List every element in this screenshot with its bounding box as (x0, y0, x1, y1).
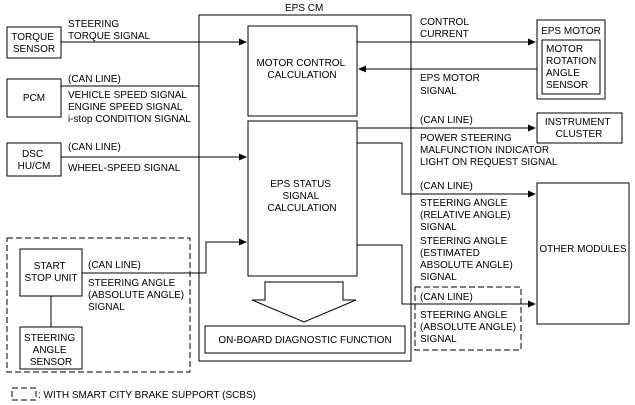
other-modules-block (536, 182, 630, 325)
cluster-signal-label: POWER STEERING MALFUNCTION INDICATOR LIG… (420, 133, 558, 168)
pcm-signals-label: VEHICLE SPEED SIGNAL ENGINE SPEED SIGNAL… (68, 90, 191, 125)
steering-angle-sensor-block (19, 326, 83, 370)
eps-status-signal-calculation-label: EPS STATUS SIGNAL CALCULATION (267, 179, 336, 214)
steering-angle-sensor-label: STEERING ANGLE SENSOR (24, 333, 78, 368)
relative-angle-signal-label: STEERING ANGLE (RELATIVE ANGLE) SIGNAL (420, 198, 513, 233)
wheel-speed-signal-label: WHEEL-SPEED SIGNAL (68, 163, 181, 174)
ssu-steering-angle-signal-label: STEERING ANGLE (ABSOLUTE ANGLE) SIGNAL (88, 278, 187, 313)
scbs-signal-frame (414, 286, 522, 351)
motor-rotation-angle-sensor-block (541, 39, 601, 95)
dsc-can-line-label: (CAN LINE) (68, 142, 121, 153)
instrument-cluster-block (536, 112, 623, 144)
ssu-steering-angle-wire (82, 238, 247, 274)
steering-torque-signal-label: STEERING TORQUE SIGNAL (68, 19, 150, 42)
eps-status-signal-calculation-block (247, 120, 358, 277)
status-to-obd-block-arrow (251, 281, 357, 323)
eps-motor-signal-label: EPS MOTOR SIGNAL (420, 73, 483, 97)
dsc-hu-cm-block (6, 142, 62, 177)
other-can-line-label: (CAN LINE) (420, 181, 473, 192)
estimated-angle-signal-label: STEERING ANGLE (ESTIMATED ABSOLUTE ANGLE… (420, 236, 516, 283)
torque-sensor-label: TORQUE SENSOR (11, 32, 56, 55)
motor-control-calculation-block (247, 25, 358, 117)
eps-cm-title: EPS CM (285, 3, 323, 14)
motor-control-calculation-label: MOTOR CONTROL CALCULATION (256, 58, 347, 81)
pcm-can-line-label: (CAN LINE) (68, 74, 121, 85)
start-stop-unit-label: START STOP UNIT (25, 261, 78, 284)
torque-sensor-block (6, 26, 62, 59)
cluster-can-line-label: (CAN LINE) (420, 115, 473, 126)
legend-dashed-box-symbol (11, 387, 37, 401)
legend-label: : WITH SMART CITY BRAKE SUPPORT (SCBS) (38, 390, 256, 401)
on-board-diagnostic-function-block (204, 325, 406, 354)
other-modules-label: OTHER MODULES (539, 244, 627, 255)
instrument-cluster-label: INSTRUMENT CLUSTER (545, 117, 613, 140)
ssu-can-line-label: (CAN LINE) (88, 260, 141, 271)
pcm-label: PCM (23, 93, 45, 104)
scbs-group-frame (6, 237, 191, 373)
pcm-block (6, 78, 62, 118)
motor-rotation-angle-sensor-label: MOTOR ROTATION ANGLE SENSOR (546, 44, 599, 91)
scbs-absolute-angle-wire (357, 244, 536, 308)
dsc-hu-cm-label: DSC HU/CM (18, 149, 51, 172)
other-modules-can-wire (357, 142, 536, 198)
scbs-can-line-label: (CAN LINE) (420, 292, 473, 303)
control-current-label: CONTROL CURRENT (420, 17, 471, 40)
on-board-diagnostic-function-label: ON-BOARD DIAGNOSTIC FUNCTION (218, 335, 391, 346)
absolute-angle-signal-label: STEERING ANGLE (ABSOLUTE ANGLE) SIGNAL (420, 310, 519, 345)
eps-motor-title: EPS MOTOR (541, 26, 601, 37)
